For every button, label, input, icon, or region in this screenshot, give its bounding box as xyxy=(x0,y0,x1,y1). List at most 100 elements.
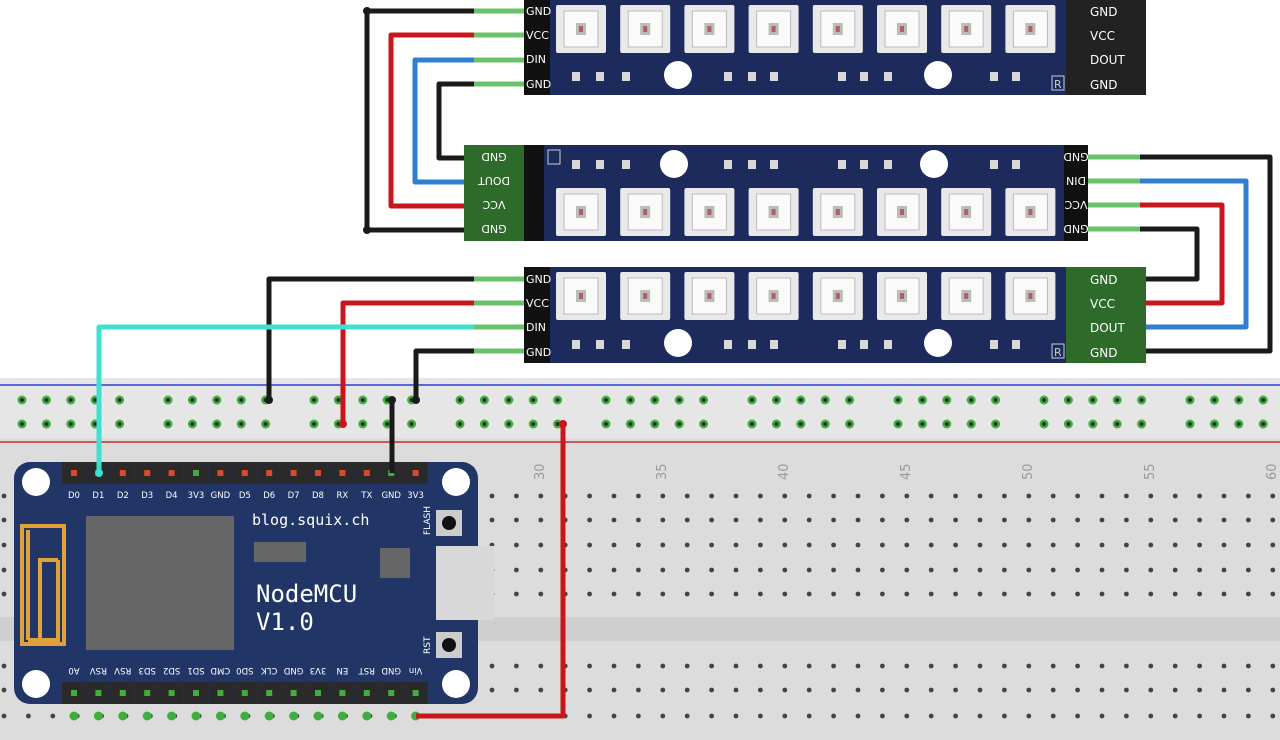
breadboard-hole[interactable] xyxy=(782,687,788,693)
breadboard-hole[interactable] xyxy=(928,567,934,573)
breadboard-hole[interactable] xyxy=(953,713,958,719)
wire-red[interactable] xyxy=(388,32,474,209)
breadboard-hole[interactable] xyxy=(587,663,592,669)
wire-black[interactable] xyxy=(1140,154,1273,354)
breadboard-hole[interactable] xyxy=(782,542,788,548)
breadboard-hole[interactable] xyxy=(1197,591,1202,597)
breadboard-hole[interactable] xyxy=(880,542,885,548)
breadboard-hole[interactable] xyxy=(587,542,592,548)
breadboard-hole[interactable] xyxy=(758,542,763,548)
breadboard-hole[interactable] xyxy=(514,567,519,573)
breadboard-hole[interactable] xyxy=(1221,663,1227,669)
breadboard-hole[interactable] xyxy=(758,713,763,719)
breadboard-hole[interactable] xyxy=(684,493,690,499)
breadboard-hole[interactable] xyxy=(782,493,788,499)
breadboard-hole[interactable] xyxy=(831,713,836,719)
breadboard-hole[interactable] xyxy=(1050,663,1056,669)
breadboard-hole[interactable] xyxy=(1246,687,1251,693)
wire-red[interactable] xyxy=(416,424,566,719)
breadboard-hole[interactable] xyxy=(1270,713,1276,719)
breadboard-hole[interactable] xyxy=(806,713,812,719)
breadboard-hole[interactable] xyxy=(709,687,714,693)
breadboard-hole[interactable] xyxy=(1148,567,1154,573)
breadboard-hole[interactable] xyxy=(684,687,690,693)
breadboard-hole[interactable] xyxy=(977,591,983,597)
breadboard-hole[interactable] xyxy=(1197,713,1202,719)
breadboard-hole[interactable] xyxy=(733,493,739,499)
breadboard-hole[interactable] xyxy=(709,663,714,669)
breadboard-hole[interactable] xyxy=(806,493,812,499)
breadboard-hole[interactable] xyxy=(953,517,958,523)
breadboard-hole[interactable] xyxy=(1,713,7,719)
breadboard-hole[interactable] xyxy=(1124,687,1129,693)
wire-black[interactable] xyxy=(436,81,474,161)
breadboard-hole[interactable] xyxy=(1002,713,1007,719)
breadboard-hole[interactable] xyxy=(118,711,128,721)
wire-blue[interactable] xyxy=(412,57,474,185)
breadboard-hole[interactable] xyxy=(636,591,641,597)
usb-port[interactable] xyxy=(436,546,494,620)
breadboard-hole[interactable] xyxy=(1,591,7,597)
breadboard-hole[interactable] xyxy=(1075,591,1080,597)
breadboard-hole[interactable] xyxy=(489,517,495,523)
breadboard-hole[interactable] xyxy=(1099,542,1105,548)
breadboard-hole[interactable] xyxy=(1221,517,1227,523)
breadboard-hole[interactable] xyxy=(636,517,641,523)
breadboard-hole[interactable] xyxy=(806,517,812,523)
breadboard-hole[interactable] xyxy=(362,711,372,721)
breadboard-hole[interactable] xyxy=(904,517,910,523)
breadboard-hole[interactable] xyxy=(831,663,836,669)
breadboard-hole[interactable] xyxy=(855,493,861,499)
breadboard-hole[interactable] xyxy=(880,493,885,499)
breadboard-hole[interactable] xyxy=(514,591,519,597)
breadboard-hole[interactable] xyxy=(904,542,910,548)
breadboard-hole[interactable] xyxy=(1,687,7,693)
breadboard-hole[interactable] xyxy=(1124,713,1129,719)
breadboard-hole[interactable] xyxy=(1026,687,1032,693)
breadboard-hole[interactable] xyxy=(684,542,690,548)
breadboard-hole[interactable] xyxy=(1172,542,1178,548)
breadboard-hole[interactable] xyxy=(636,493,641,499)
breadboard-hole[interactable] xyxy=(782,517,788,523)
breadboard-hole[interactable] xyxy=(758,517,763,523)
breadboard-hole[interactable] xyxy=(928,493,934,499)
breadboard-hole[interactable] xyxy=(831,591,836,597)
breadboard-hole[interactable] xyxy=(538,687,544,693)
wire-cyan[interactable] xyxy=(96,324,474,473)
wire-black[interactable] xyxy=(266,276,474,400)
breadboard-hole[interactable] xyxy=(1026,591,1032,597)
breadboard-hole[interactable] xyxy=(611,542,617,548)
breadboard-hole[interactable] xyxy=(904,493,910,499)
breadboard-hole[interactable] xyxy=(1246,517,1251,523)
breadboard-hole[interactable] xyxy=(240,711,250,721)
breadboard-hole[interactable] xyxy=(93,711,103,721)
breadboard-hole[interactable] xyxy=(538,517,544,523)
wire-red[interactable] xyxy=(1140,202,1225,306)
breadboard-hole[interactable] xyxy=(928,687,934,693)
breadboard-hole[interactable] xyxy=(733,517,739,523)
breadboard-hole[interactable] xyxy=(636,663,641,669)
breadboard-hole[interactable] xyxy=(977,517,983,523)
breadboard-hole[interactable] xyxy=(1050,567,1056,573)
breadboard-hole[interactable] xyxy=(636,713,641,719)
breadboard-hole[interactable] xyxy=(1246,663,1251,669)
breadboard-hole[interactable] xyxy=(587,517,592,523)
breadboard-hole[interactable] xyxy=(636,687,641,693)
breadboard-hole[interactable] xyxy=(1026,567,1032,573)
breadboard-hole[interactable] xyxy=(733,687,739,693)
breadboard-hole[interactable] xyxy=(660,567,666,573)
breadboard-hole[interactable] xyxy=(806,567,812,573)
breadboard-hole[interactable] xyxy=(806,687,812,693)
breadboard-hole[interactable] xyxy=(1221,687,1227,693)
breadboard-hole[interactable] xyxy=(709,542,714,548)
breadboard-hole[interactable] xyxy=(733,542,739,548)
breadboard-hole[interactable] xyxy=(1075,517,1080,523)
breadboard-hole[interactable] xyxy=(1099,663,1105,669)
breadboard-hole[interactable] xyxy=(782,663,788,669)
breadboard-hole[interactable] xyxy=(1075,567,1080,573)
breadboard-hole[interactable] xyxy=(904,713,910,719)
breadboard-hole[interactable] xyxy=(611,713,617,719)
breadboard-hole[interactable] xyxy=(880,687,885,693)
breadboard-hole[interactable] xyxy=(587,687,592,693)
breadboard-hole[interactable] xyxy=(880,517,885,523)
